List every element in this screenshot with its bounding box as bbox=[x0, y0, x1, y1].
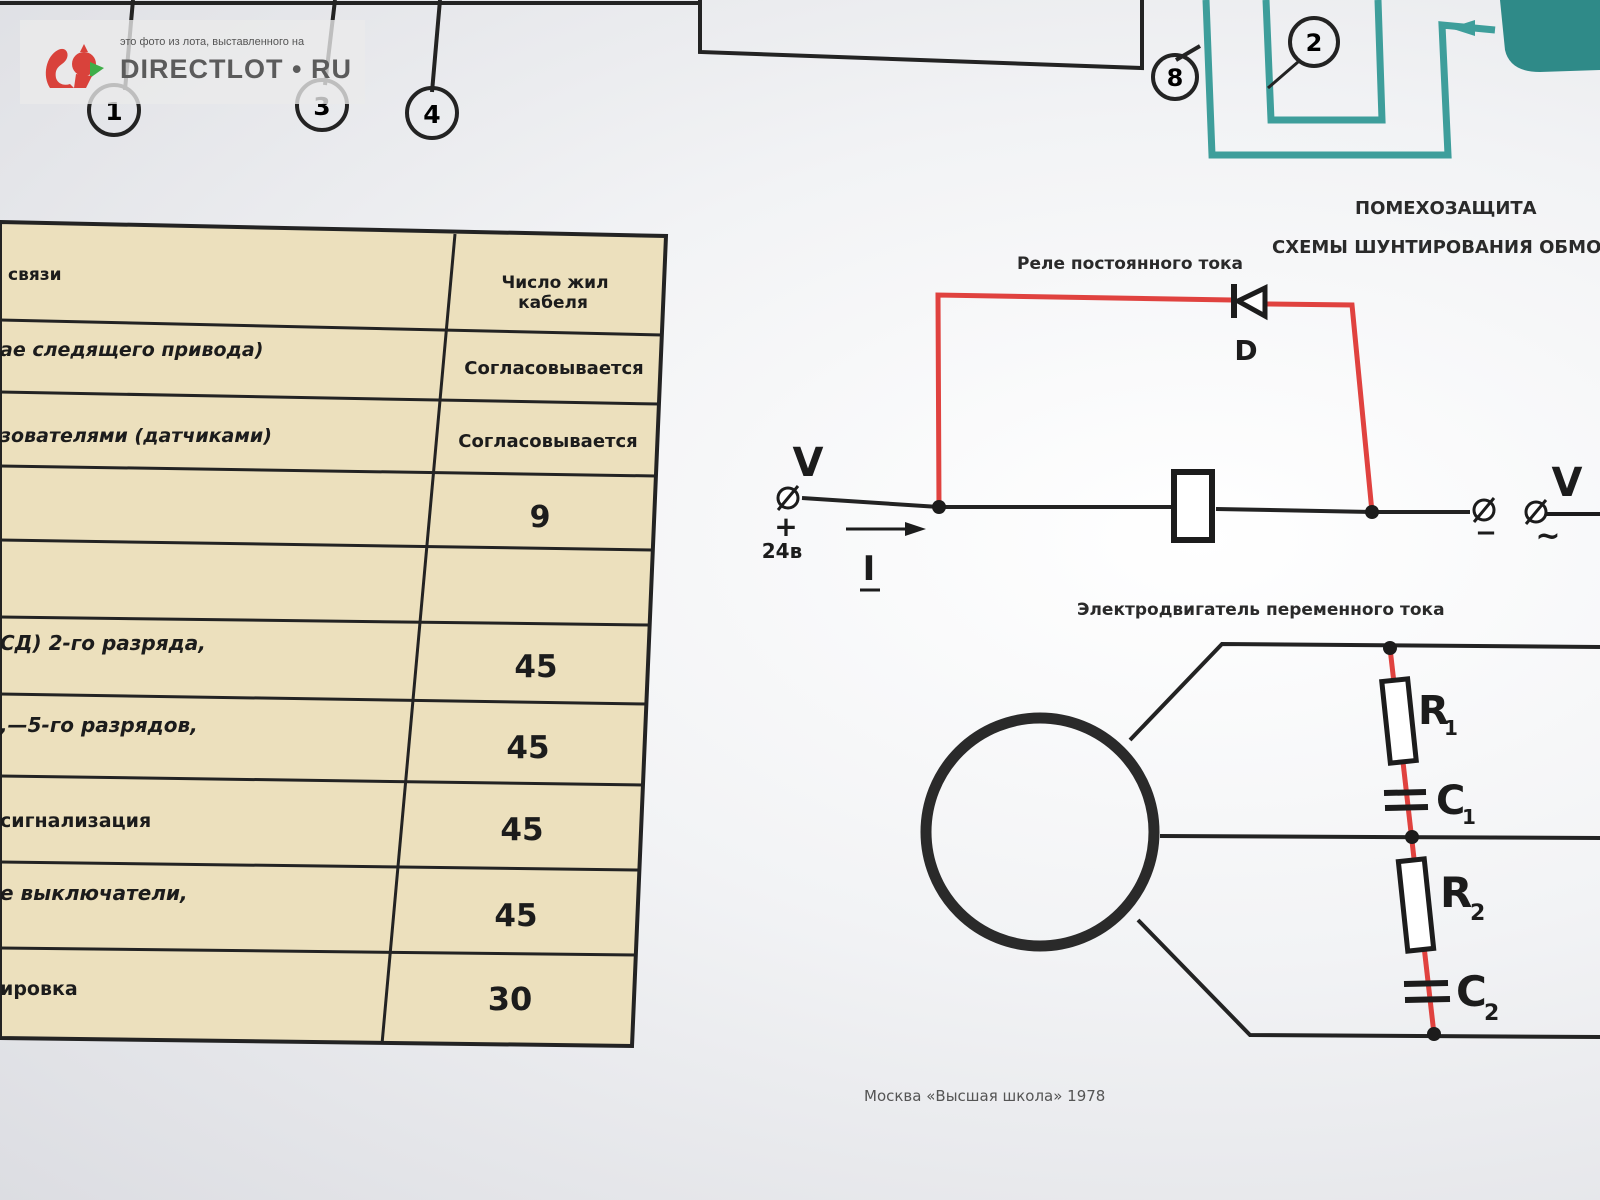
row-9-count: 30 bbox=[488, 980, 533, 1018]
junction-left bbox=[932, 500, 946, 514]
r2-subscript: 2 bbox=[1470, 901, 1485, 926]
motor-wires bbox=[1128, 641, 1600, 1039]
row-8-description: е выключатели, bbox=[0, 881, 188, 905]
row-7-count: 45 bbox=[500, 812, 543, 848]
row-1-description: ае следящего привода) bbox=[0, 339, 263, 361]
c1-label: C bbox=[1436, 778, 1465, 824]
table-header-col1: связи bbox=[8, 265, 62, 285]
teal-arrow-icon bbox=[1450, 20, 1475, 36]
callout-1-label: 1 bbox=[105, 97, 122, 126]
supply-voltage: 24в bbox=[762, 539, 803, 563]
callout-4: 4 bbox=[405, 86, 459, 140]
table-row: 9 bbox=[530, 500, 551, 535]
teal-block bbox=[1202, 0, 1496, 159]
row-5-description: СД) 2-го разряда, bbox=[0, 631, 206, 655]
red-shunt-wire bbox=[935, 292, 1375, 513]
callout-2-label: 2 bbox=[1306, 29, 1323, 57]
terminal-ac-icon bbox=[1524, 499, 1600, 525]
watermark-brand: DIRECTLOT • RU bbox=[120, 54, 352, 84]
c2-label: C bbox=[1456, 967, 1487, 1016]
cable-table: связи Число жил кабеля ае следящего прив… bbox=[0, 219, 669, 1049]
r1-subscript: 1 bbox=[1444, 716, 1458, 740]
callout-8-label: 8 bbox=[1167, 64, 1184, 92]
callout-2: 2 bbox=[1267, 16, 1340, 90]
table-row: ае следящего привода) Согласовывается bbox=[0, 339, 644, 379]
plus-sign: + bbox=[774, 510, 797, 543]
table-background bbox=[0, 219, 669, 1049]
watermark-caption: это фото из лота, выставленного на bbox=[120, 36, 305, 48]
dc-bus-wire-right bbox=[1215, 507, 1470, 514]
voltage-v-right: V bbox=[1552, 460, 1583, 506]
relay-circuit: Реле постоянного тока D V + 24в I − bbox=[762, 254, 1600, 592]
table-row: ,—5-го разрядов, 45 bbox=[0, 713, 550, 766]
motor-circuit: Электродвигатель переменного тока R 1 C … bbox=[920, 600, 1600, 1041]
row-8-count: 45 bbox=[494, 898, 537, 934]
motor-label: Электродвигатель переменного тока bbox=[1077, 600, 1445, 620]
junction-mid bbox=[1405, 830, 1419, 844]
row-6-count: 45 bbox=[506, 730, 549, 766]
squirrel-logo-icon bbox=[45, 44, 104, 88]
section-subtitle: СХЕМЫ ШУНТИРОВАНИЯ ОБМО bbox=[1272, 237, 1600, 258]
row-6-description: ,—5-го разрядов, bbox=[0, 713, 198, 737]
junction-top bbox=[1383, 641, 1397, 655]
callout-8: 8 bbox=[1151, 53, 1199, 101]
c2-subscript: 2 bbox=[1484, 1001, 1499, 1026]
teal-panel bbox=[1500, 0, 1600, 72]
minus-sign: − bbox=[1475, 518, 1497, 548]
table-row: сигнализация 45 bbox=[0, 810, 544, 848]
voltage-v-left: V bbox=[793, 440, 824, 486]
dc-bus-wire bbox=[801, 496, 1172, 509]
table-header-col2-line2: кабеля bbox=[518, 293, 588, 313]
row-1-count: Согласовывается bbox=[464, 358, 643, 379]
table-header-col2-line1: Число жил bbox=[501, 273, 608, 293]
terminal-right-icon bbox=[1472, 497, 1496, 523]
c1-subscript: 1 bbox=[1462, 805, 1476, 829]
section-title: ПОМЕХОЗАЩИТА bbox=[1355, 198, 1537, 219]
current-arrow-icon bbox=[905, 522, 926, 536]
row-7-description: сигнализация bbox=[0, 810, 151, 832]
table-row: СД) 2-го разряда, 45 bbox=[0, 631, 558, 685]
watermark: это фото из лота, выставленного на DIREC… bbox=[20, 20, 365, 104]
relay-label: Реле постоянного тока bbox=[1017, 254, 1243, 274]
motor-symbol bbox=[920, 712, 1160, 952]
r1-label: R bbox=[1418, 688, 1449, 734]
junction-bottom bbox=[1427, 1027, 1441, 1041]
diode bbox=[1231, 284, 1268, 321]
table-grid bbox=[0, 233, 663, 1045]
junction-right bbox=[1365, 505, 1379, 519]
table-row: зователями (датчиками) Согласовывается bbox=[0, 425, 638, 452]
current-label: I bbox=[863, 549, 876, 589]
terminal-left-icon bbox=[776, 485, 800, 511]
resistor-r1 bbox=[1379, 676, 1419, 766]
callout-4-label: 4 bbox=[423, 100, 440, 129]
table-row: ировка 30 bbox=[0, 978, 532, 1018]
top-block-diagram bbox=[0, 0, 1202, 93]
r2-label: R bbox=[1440, 868, 1472, 917]
diode-label: D bbox=[1234, 334, 1257, 367]
relay-coil bbox=[1171, 469, 1215, 543]
publisher-footer: Москва «Высшая школа» 1978 bbox=[864, 1087, 1105, 1105]
capacitor-c2 bbox=[1403, 980, 1451, 1003]
capacitor-c1 bbox=[1383, 789, 1429, 811]
row-3-count: 9 bbox=[530, 500, 551, 535]
row-9-description: ировка bbox=[0, 978, 78, 1000]
resistor-r2 bbox=[1395, 856, 1437, 954]
ac-tilde: ~ bbox=[1535, 519, 1560, 554]
row-5-count: 45 bbox=[514, 649, 557, 685]
table-row: е выключатели, 45 bbox=[0, 881, 538, 934]
row-2-count: Согласовывается bbox=[458, 431, 637, 452]
row-2-description: зователями (датчиками) bbox=[0, 425, 272, 447]
